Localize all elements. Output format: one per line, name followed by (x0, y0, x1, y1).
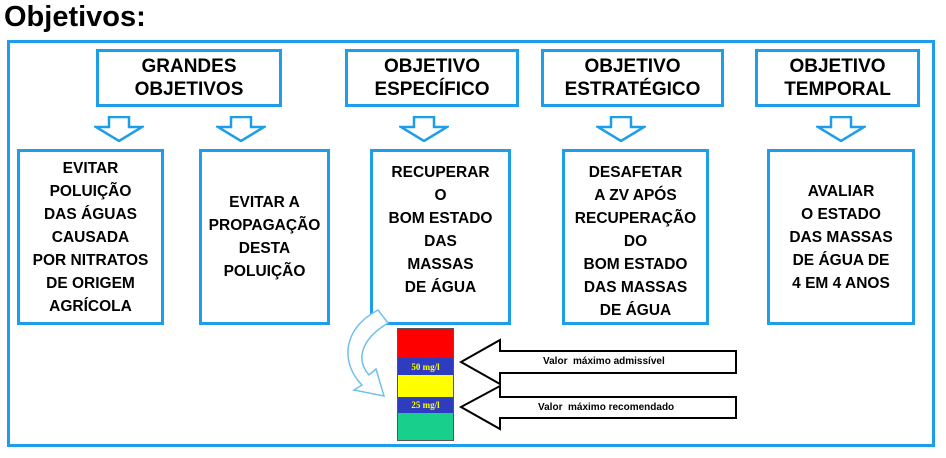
diagram-frame (7, 40, 935, 447)
header-grandes-objetivos-label: GRANDES OBJETIVOS (134, 56, 244, 100)
box-avaliar-text: AVALIAR O ESTADO DAS MASSAS DE ÁGUA DE 4… (789, 182, 893, 292)
box-evitar-poluicao-text: EVITAR POLUIÇÃO DAS ÁGUAS CAUSADA POR NI… (32, 159, 149, 315)
header-objetivo-especifico-label: OBJETIVO ESPECÍFICO (374, 56, 490, 100)
scale-green-band (398, 413, 453, 440)
header-objetivo-temporal-label: OBJETIVO TEMPORAL (784, 56, 891, 100)
scale-50-band: 50 mg/l (398, 358, 453, 375)
down-arrow-icon (816, 116, 866, 142)
header-objetivo-temporal: OBJETIVO TEMPORAL (755, 49, 920, 107)
box-evitar-propagacao-text: EVITAR A PROPAGAÇÃO DESTA POLUIÇÃO (208, 194, 321, 280)
scale-50-label: 50 mg/l (411, 361, 440, 372)
scale-25-band: 25 mg/l (398, 397, 453, 413)
down-arrow-icon (216, 116, 266, 142)
box-avaliar: AVALIAR O ESTADO DAS MASSAS DE ÁGUA DE 4… (767, 149, 915, 325)
header-objetivo-especifico: OBJETIVO ESPECÍFICO (345, 49, 519, 107)
box-evitar-poluicao: EVITAR POLUIÇÃO DAS ÁGUAS CAUSADA POR NI… (17, 149, 164, 325)
header-objetivo-estrategico: OBJETIVO ESTRATÉGICO (541, 49, 724, 107)
page-title: Objetivos: (4, 1, 146, 33)
box-recuperar-text: RECUPERAR O BOM ESTADO DAS MASSAS DE ÁGU… (388, 164, 493, 296)
header-objetivo-estrategico-label: OBJETIVO ESTRATÉGICO (564, 56, 701, 100)
callout-max-admissivel: Valor máximo admissível (543, 356, 665, 367)
callout-max-recomendado: Valor máximo recomendado (538, 402, 675, 413)
scale-25-label: 25 mg/l (411, 400, 440, 410)
down-arrow-icon (399, 116, 449, 142)
box-desafetar: DESAFETAR A ZV APÓS RECUPERAÇÃO DO BOM E… (562, 149, 709, 325)
box-desafetar-text: DESAFETAR A ZV APÓS RECUPERAÇÃO DO BOM E… (574, 164, 697, 319)
scale-yellow-band (398, 375, 453, 397)
scale-red-band (398, 329, 453, 358)
box-evitar-propagacao: EVITAR A PROPAGAÇÃO DESTA POLUIÇÃO (199, 149, 330, 325)
down-arrow-icon (94, 116, 144, 142)
nitrate-scale-bar: 50 mg/l 25 mg/l (397, 328, 454, 441)
header-grandes-objetivos: GRANDES OBJETIVOS (96, 49, 282, 107)
box-recuperar: RECUPERAR O BOM ESTADO DAS MASSAS DE ÁGU… (370, 149, 511, 325)
down-arrow-icon (596, 116, 646, 142)
